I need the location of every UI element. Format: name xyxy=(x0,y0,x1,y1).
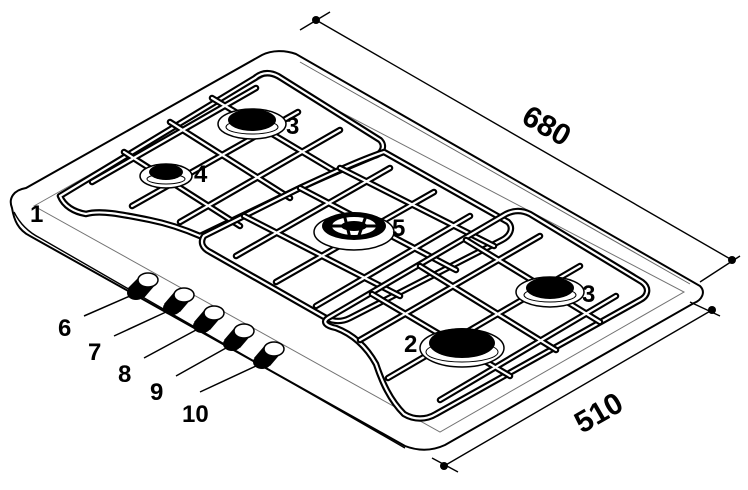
width-dimension-label: 680 xyxy=(517,99,577,153)
dimension-depth xyxy=(431,301,721,473)
label-burner-front: 3 xyxy=(582,281,595,308)
right-pan-support xyxy=(322,207,651,422)
label-knob-7: 7 xyxy=(88,339,101,366)
label-hob-panel: 1 xyxy=(30,201,43,228)
depth-dimension-label: 510 xyxy=(569,386,629,440)
dimension-width xyxy=(299,11,741,283)
label-knob-8: 8 xyxy=(118,361,131,388)
label-knob-9: 9 xyxy=(150,379,163,406)
burner-front-medium xyxy=(515,276,585,308)
control-knobs xyxy=(127,272,285,369)
label-burner-wok: 5 xyxy=(392,215,405,242)
knob-7[interactable] xyxy=(163,287,195,315)
knob-9[interactable] xyxy=(223,323,255,351)
burner-wok xyxy=(313,212,395,251)
knob-10[interactable] xyxy=(253,341,285,369)
burner-large xyxy=(419,328,505,368)
label-knob-6: 6 xyxy=(58,315,71,342)
label-burner-small: 4 xyxy=(194,161,208,188)
label-knob-10: 10 xyxy=(182,401,209,428)
knob-8[interactable] xyxy=(193,305,225,333)
label-burner-rear: 3 xyxy=(286,113,299,140)
knob-6[interactable] xyxy=(127,272,159,300)
knob-leader-lines xyxy=(83,295,257,393)
burner-small xyxy=(139,163,193,189)
label-burner-large: 2 xyxy=(404,331,417,358)
burner-rear-medium xyxy=(217,108,287,140)
